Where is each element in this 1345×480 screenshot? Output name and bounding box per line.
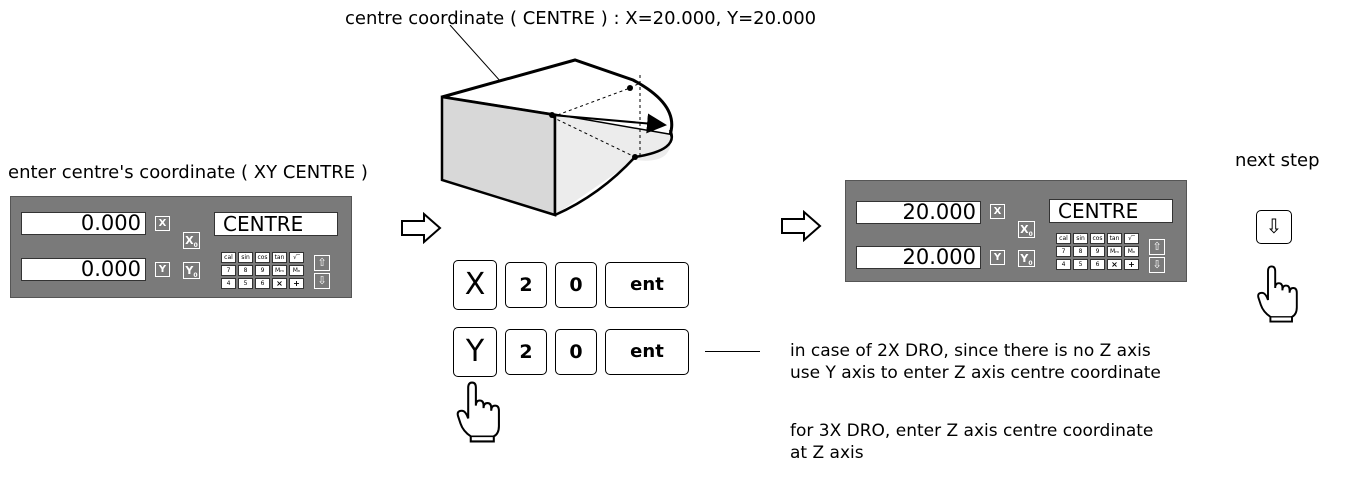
arrow-right-icon	[781, 210, 822, 242]
y-display: 0.000	[21, 258, 146, 281]
keypad-key[interactable]: sin	[1073, 233, 1088, 244]
x-axis-key[interactable]: X	[990, 204, 1005, 219]
x-display: 0.000	[21, 212, 146, 235]
keypad-key[interactable]: 6	[1090, 259, 1105, 270]
y-zero-key[interactable]: Y0	[1018, 250, 1035, 267]
keypad-key[interactable]: 4	[1056, 259, 1071, 270]
keypad-key[interactable]: tan	[1107, 233, 1122, 244]
key-sequence-x: X 2 0 ent	[453, 260, 693, 310]
hand-pointer-icon	[456, 381, 500, 443]
workpiece-illustration	[440, 25, 674, 217]
digit-2-button[interactable]: 2	[505, 329, 547, 375]
x-zero-key[interactable]: X0	[183, 232, 200, 249]
note-three-axis-line1: for 3X DRO, enter Z axis centre coordina…	[790, 421, 1154, 441]
keypad-key[interactable]: √‾	[289, 252, 304, 263]
keypad-key[interactable]: 9	[255, 265, 270, 276]
next-step-label: next step	[1235, 150, 1320, 171]
x-zero-label: X	[1020, 223, 1029, 236]
keypad-key[interactable]: cal	[221, 252, 236, 263]
key-sequence-y: Y 2 0 ent	[453, 327, 693, 377]
x-display: 20.000	[856, 201, 981, 224]
keypad-key[interactable]: 4	[221, 278, 236, 289]
y-display: 20.000	[856, 246, 981, 269]
x-axis-key[interactable]: X	[155, 216, 170, 231]
hand-pointer-icon	[1257, 265, 1298, 323]
note-two-axis: in case of 2X DRO, since there is no Z a…	[790, 340, 1161, 384]
digit-2-button[interactable]: 2	[505, 262, 547, 308]
keypad-key[interactable]: +	[1124, 259, 1139, 270]
y-axis-button[interactable]: Y	[453, 327, 497, 377]
arrow-down-icon[interactable]: ⇩	[1149, 257, 1165, 273]
enter-button[interactable]: ent	[605, 262, 689, 308]
keypad-key[interactable]: sin	[238, 252, 253, 263]
x-zero-label: X	[185, 234, 194, 247]
y-zero-label: Y	[1020, 252, 1029, 265]
keypad-key[interactable]: 6	[255, 278, 270, 289]
keypad-key[interactable]: Mₙ	[1124, 246, 1139, 257]
arrow-up-icon[interactable]: ⇧	[1149, 239, 1165, 255]
note-three-axis: for 3X DRO, enter Z axis centre coordina…	[790, 420, 1153, 464]
mode-display: CENTRE	[214, 212, 338, 236]
enter-button[interactable]: ent	[605, 329, 689, 375]
keypad-key[interactable]: 7	[221, 265, 236, 276]
y-zero-label: Y	[185, 264, 194, 277]
keypad-key[interactable]: √‾	[1124, 233, 1139, 244]
keypad-key[interactable]: 8	[238, 265, 253, 276]
mode-display: CENTRE	[1049, 199, 1173, 223]
keypad-key[interactable]: cos	[255, 252, 270, 263]
keypad-key[interactable]: cos	[1090, 233, 1105, 244]
keypad: cal sin cos tan √‾ 7 8 9 Mₘ Mₙ 4 5 6 × +	[1056, 233, 1139, 270]
arrow-down-icon[interactable]: ⇩	[314, 273, 330, 289]
x-zero-sub: 0	[1028, 231, 1033, 239]
note-connector-line	[705, 351, 760, 352]
keypad-key[interactable]: 8	[1073, 246, 1088, 257]
x-zero-sub: 0	[193, 242, 198, 250]
keypad: cal sin cos tan √‾ 7 8 9 Mₘ Mₙ 4 5 6 × +	[221, 252, 304, 289]
note-two-axis-line1: in case of 2X DRO, since there is no Z a…	[790, 341, 1151, 361]
keypad-key[interactable]: +	[289, 278, 304, 289]
keypad-key[interactable]: cal	[1056, 233, 1071, 244]
y-zero-key[interactable]: Y0	[183, 262, 200, 279]
keypad-key[interactable]: tan	[272, 252, 287, 263]
keypad-key[interactable]: ×	[272, 278, 287, 289]
y-zero-sub: 0	[1028, 260, 1033, 268]
y-axis-key[interactable]: Y	[990, 250, 1005, 265]
digit-0-button[interactable]: 0	[555, 329, 597, 375]
arrow-right-icon	[401, 212, 442, 244]
keypad-key[interactable]: Mₙ	[289, 265, 304, 276]
keypad-key[interactable]: 7	[1056, 246, 1071, 257]
y-zero-sub: 0	[193, 272, 198, 280]
keypad-key[interactable]: Mₘ	[272, 265, 287, 276]
left-panel-caption: enter centre's coordinate ( XY CENTRE )	[8, 162, 368, 183]
dro-panel-left: 0.000 X 0.000 Y X0 Y0 CENTRE cal sin cos…	[10, 196, 352, 298]
arrow-down-key-icon[interactable]: ⇩	[1256, 210, 1292, 244]
y-axis-key[interactable]: Y	[155, 262, 170, 277]
x-zero-key[interactable]: X0	[1018, 221, 1035, 238]
note-two-axis-line2: use Y axis to enter Z axis centre coordi…	[790, 363, 1161, 383]
keypad-key[interactable]: Mₘ	[1107, 246, 1122, 257]
keypad-key[interactable]: ×	[1107, 259, 1122, 270]
diagram-title: centre coordinate ( CENTRE ) : X=20.000,…	[345, 8, 817, 29]
dro-panel-right: 20.000 X 20.000 Y X0 Y0 CENTRE cal sin c…	[845, 180, 1187, 282]
note-three-axis-line2: at Z axis	[790, 443, 864, 463]
keypad-key[interactable]: 5	[1073, 259, 1088, 270]
x-axis-button[interactable]: X	[453, 260, 497, 310]
digit-0-button[interactable]: 0	[555, 262, 597, 308]
keypad-key[interactable]: 5	[238, 278, 253, 289]
keypad-key[interactable]: 9	[1090, 246, 1105, 257]
arrow-up-icon[interactable]: ⇧	[314, 255, 330, 271]
